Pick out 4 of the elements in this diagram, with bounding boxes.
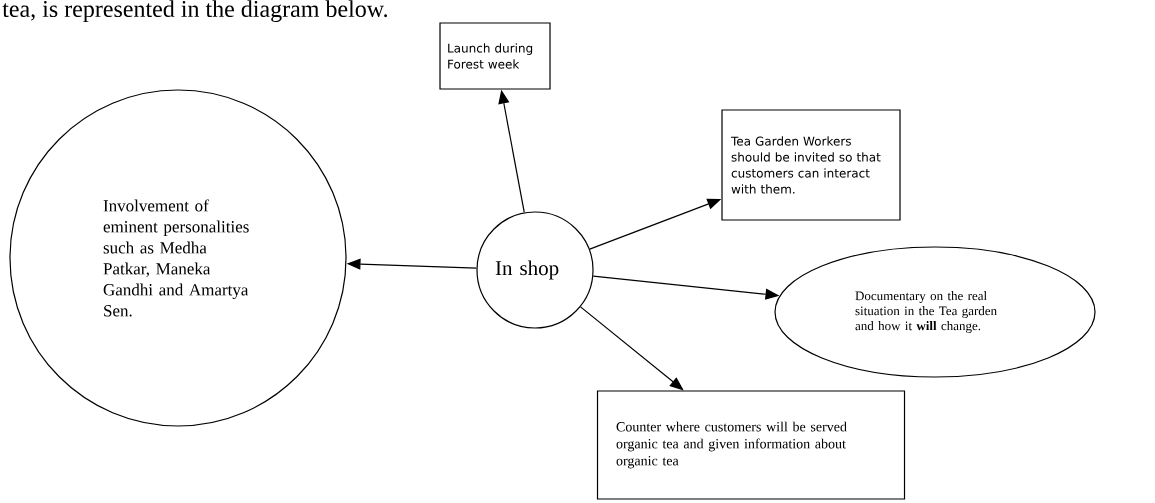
idea-box: Counter where customers will be served organic tea and given information about organic tea xyxy=(596,390,906,500)
idea-box: Tea Garden Workers should be invited so that customers can interact with them. xyxy=(721,109,901,221)
idea-box: Launch during Forest week xyxy=(439,22,551,90)
caption-text: tea, is represented in the diagram below. xyxy=(2,0,387,23)
